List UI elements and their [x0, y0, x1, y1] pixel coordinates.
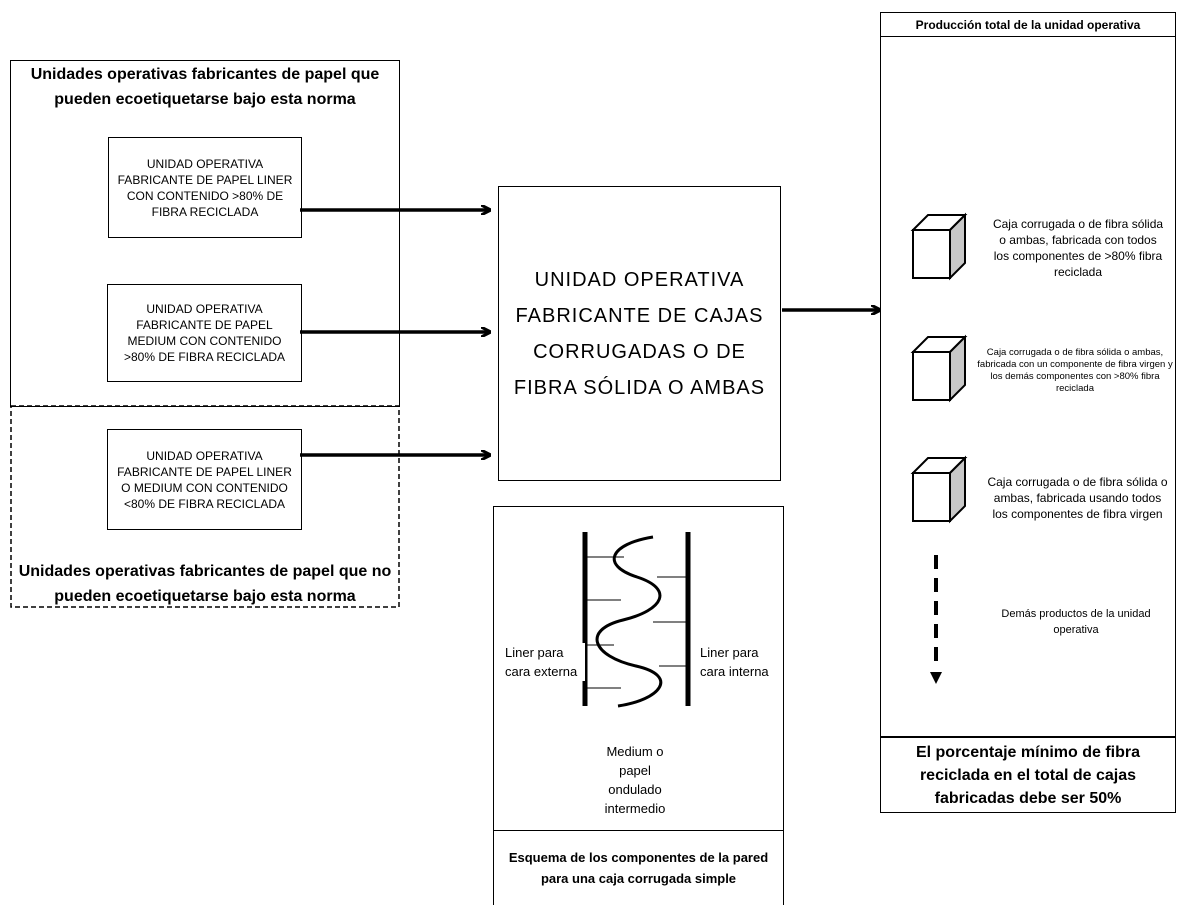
production-panel-footer: El porcentaje mínimo de fibra reciclada … [880, 737, 1176, 813]
box-cube-icon [910, 334, 968, 403]
product-item-2: Caja corrugada o de fibra sólida o ambas… [977, 347, 1173, 394]
corrugated-wall-schema [582, 532, 691, 708]
eligible-panel [10, 60, 400, 407]
liner-internal-label: Liner para cara interna [700, 645, 769, 679]
medium-label: Medium o papel ondulado intermedio [604, 744, 666, 816]
ineligible-panel-title: Unidades operativas fabricantes de papel… [18, 563, 392, 605]
unit-other-box: UNIDAD OPERATIVA FABRICANTE DE PAPEL LIN… [107, 429, 302, 530]
eligible-panel-title: Unidades operativas fabricantes de papel… [30, 66, 380, 108]
unit-liner-box: UNIDAD OPERATIVA FABRICANTE DE PAPEL LIN… [108, 137, 302, 238]
box-cube-icon [910, 212, 968, 281]
production-panel-title: Producción total de la unidad operativa [880, 12, 1176, 37]
arrow-head-icon [930, 672, 942, 684]
box-manufacturer-unit: UNIDAD OPERATIVA FABRICANTE DE CAJAS COR… [498, 186, 781, 481]
product-item-1: Caja corrugada o de fibra sólida o ambas… [992, 216, 1164, 279]
schema-caption: Esquema de los componentes de la pared p… [493, 830, 784, 905]
box-cube-icon [910, 455, 968, 524]
medium-wave [595, 535, 663, 708]
liner-external-label: Liner para cara externa [505, 643, 585, 681]
unit-medium-box: UNIDAD OPERATIVA FABRICANTE DE PAPEL MED… [107, 284, 302, 382]
product-item-3: Caja corrugada o de fibra sólida o ambas… [987, 474, 1168, 521]
other-products-label: Demás productos de la unidad operativa [1001, 608, 1151, 636]
